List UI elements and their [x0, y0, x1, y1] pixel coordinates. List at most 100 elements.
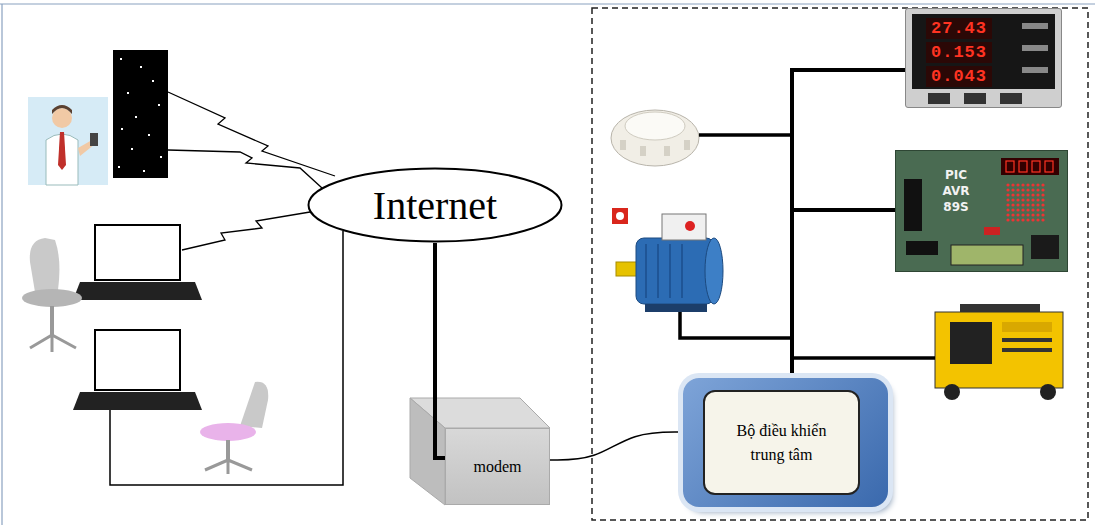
meter-panel — [928, 93, 950, 104]
board-components — [1031, 218, 1034, 221]
heat-detector — [684, 140, 690, 150]
office-chair — [226, 440, 230, 460]
board-components — [1016, 203, 1019, 206]
person-icon — [58, 132, 66, 170]
electric-generator — [645, 244, 647, 298]
diesel-generator — [1040, 384, 1056, 400]
controller-label: Bộ điều khiển trung tâm — [703, 390, 860, 495]
diesel-generator — [1002, 322, 1052, 332]
page-frame — [0, 4, 1095, 525]
diesel-generator — [950, 322, 992, 364]
electric-generator — [662, 214, 706, 240]
heat-detector — [611, 110, 699, 166]
electric-generator — [657, 244, 659, 298]
network-cable — [110, 231, 343, 485]
board-components — [896, 151, 1069, 273]
heat-detector — [640, 146, 646, 156]
board-components — [1021, 198, 1024, 201]
board-components — [1041, 203, 1044, 206]
board-components — [1021, 203, 1024, 206]
office-chair — [30, 238, 60, 292]
office-chair — [30, 335, 76, 352]
laptop-icon — [95, 225, 180, 280]
wireless-link — [182, 212, 310, 250]
laptop-icon — [73, 392, 202, 410]
electric-generator — [685, 221, 695, 231]
heat-detector — [620, 140, 626, 150]
phone-icon — [135, 116, 137, 118]
bus-wire — [680, 312, 792, 338]
board-components — [906, 241, 938, 255]
meter-panel — [1022, 67, 1048, 73]
heat-detector — [625, 112, 685, 140]
board-components — [1011, 188, 1014, 191]
office-chair — [22, 238, 268, 474]
modem-casing — [410, 398, 550, 505]
office-chair — [240, 382, 268, 428]
laptop-icon — [73, 282, 202, 300]
phone-icon — [113, 50, 168, 178]
wireless-link — [168, 150, 322, 188]
phone-icon — [140, 66, 142, 68]
office-chair — [200, 423, 256, 441]
board-components — [951, 245, 1023, 265]
phone-icon — [118, 166, 120, 168]
board-components — [1006, 198, 1009, 201]
board-components — [1036, 218, 1039, 221]
diesel-generator — [1002, 348, 1052, 352]
phone-icon — [158, 104, 160, 106]
board-components — [1016, 188, 1019, 191]
device-label: modem — [474, 458, 522, 476]
board-components — [1016, 183, 1019, 186]
board-components — [1006, 208, 1009, 211]
board-components — [1041, 188, 1044, 191]
diesel-generator — [944, 384, 960, 400]
board-components — [1006, 203, 1009, 206]
cable-line — [550, 432, 683, 460]
site-boundary — [592, 8, 1088, 520]
board-components — [1011, 198, 1014, 201]
person-icon — [52, 105, 72, 114]
board-components — [1041, 208, 1044, 211]
board-components — [1006, 188, 1009, 191]
board-components — [1041, 218, 1044, 221]
bus-wire — [699, 133, 792, 137]
text-holder: PICAVR89S — [934, 167, 978, 215]
meter-panel — [964, 93, 986, 104]
electric-generator — [616, 262, 638, 276]
meter-panel — [1022, 23, 1048, 29]
phone-icon — [160, 156, 162, 158]
board-components — [1036, 198, 1039, 201]
board-components — [1006, 193, 1009, 196]
office-chair — [50, 306, 54, 335]
page-frame — [0, 3, 1095, 4]
board-label: PIC — [934, 167, 978, 183]
board-components — [1031, 188, 1034, 191]
board-components — [1036, 208, 1039, 211]
text-holder: modem — [446, 429, 549, 504]
electric-generator — [669, 244, 671, 298]
board-components — [1031, 213, 1034, 216]
electric-generator — [645, 304, 707, 312]
phone-icon — [127, 92, 129, 94]
phone-icon — [148, 134, 150, 136]
electric-generator — [636, 238, 714, 304]
laptop-icon — [73, 225, 202, 410]
phone-icon — [121, 128, 123, 130]
board-components — [1011, 218, 1014, 221]
board-components — [1041, 213, 1044, 216]
board-components — [1011, 213, 1014, 216]
person-icon — [90, 133, 98, 146]
board-components — [1011, 203, 1014, 206]
meter-panel — [1022, 45, 1048, 51]
board-components — [1031, 198, 1034, 201]
site-boundary — [592, 8, 1088, 520]
board-components — [1036, 188, 1039, 191]
meter-panel — [912, 14, 1055, 89]
meter-panel — [1000, 93, 1022, 104]
board-components — [1026, 183, 1029, 186]
electric-generator — [612, 208, 628, 224]
meter-reading: 27.43 — [926, 18, 992, 39]
board-components — [1026, 193, 1029, 196]
diesel-generator — [960, 304, 1040, 312]
